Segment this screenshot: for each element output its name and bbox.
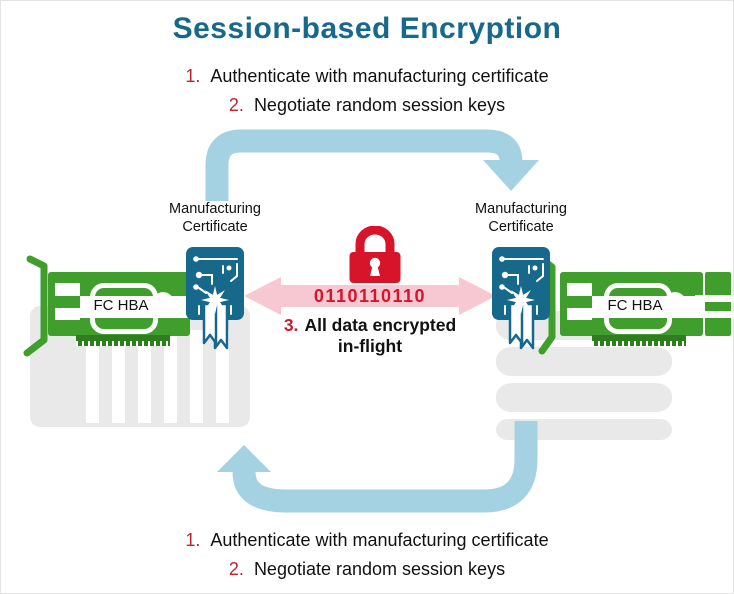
- top-session-arrow-icon: [205, 129, 539, 201]
- disk-band: [496, 383, 672, 412]
- step-3: 3.All data encrypted in-flight: [250, 315, 490, 357]
- certificate-label-left: Manufacturing Certificate: [149, 201, 281, 236]
- manufacturing-certificate-icon-left: [186, 247, 244, 350]
- page-title: Session-based Encryption: [172, 12, 562, 45]
- step-2: 2. Negotiate random session keys: [0, 91, 734, 120]
- card-label-right: FC HBA: [607, 297, 663, 314]
- disk-band: [496, 419, 672, 440]
- card-right-connector: [705, 272, 731, 336]
- manufacturing-certificate-icon-right: [492, 247, 550, 350]
- left-card-bracket-icon: [23, 255, 48, 357]
- steps-bottom: 1. Authenticate with manufacturing certif…: [0, 526, 734, 584]
- step-2: 2. Negotiate random session keys: [0, 555, 734, 584]
- step-3-number: 3.: [283, 315, 299, 335]
- bottom-session-arrow-icon: [217, 421, 538, 513]
- card-label-outline: [90, 283, 158, 334]
- step-3-line1: 3.All data encrypted: [250, 315, 490, 336]
- certificate-label-line1: Manufacturing: [475, 201, 567, 217]
- connector-slot: [695, 311, 734, 318]
- lock-icon: [349, 226, 401, 283]
- card-label-outline: [604, 283, 672, 334]
- card-port: [55, 283, 80, 296]
- step-2-number: 2.: [228, 95, 244, 115]
- card-port: [567, 283, 592, 296]
- fc-hba-card-right: FC HBA: [560, 272, 707, 346]
- step-1: 1. Authenticate with manufacturing certif…: [0, 62, 734, 91]
- step-1-text: Authenticate with manufacturing certific…: [210, 66, 549, 86]
- step-2-text: Negotiate random session keys: [253, 559, 506, 579]
- certificate-label-line1: Manufacturing: [169, 201, 261, 217]
- step-1: 1. Authenticate with manufacturing certif…: [0, 526, 734, 555]
- encrypted-data-arrow-icon: [244, 277, 496, 315]
- disk-band: [496, 347, 672, 376]
- step-2-number: 2.: [228, 559, 244, 579]
- certificate-label-line2: Certificate: [488, 218, 554, 235]
- step-3-text: All data encrypted: [304, 315, 457, 335]
- steps-top: 1. Authenticate with manufacturing certif…: [0, 62, 734, 120]
- connector-slot: [695, 295, 734, 302]
- step-1-number: 1.: [185, 530, 201, 550]
- card-label-left: FC HBA: [93, 297, 149, 314]
- step-3-line2: in-flight: [337, 336, 403, 356]
- step-1-number: 1.: [185, 66, 201, 86]
- encrypted-binary-text: 0110110110: [313, 286, 427, 306]
- certificate-label-right: Manufacturing Certificate: [455, 201, 587, 236]
- card-edge-pins: [592, 335, 686, 346]
- card-port: [567, 308, 592, 320]
- card-port: [55, 308, 80, 320]
- fc-hba-card-left: FC HBA: [48, 272, 190, 346]
- certificate-label-line2: Certificate: [182, 218, 248, 235]
- card-edge-pins: [76, 335, 170, 346]
- step-2-text: Negotiate random session keys: [253, 95, 506, 115]
- step-1-text: Authenticate with manufacturing certific…: [210, 530, 549, 550]
